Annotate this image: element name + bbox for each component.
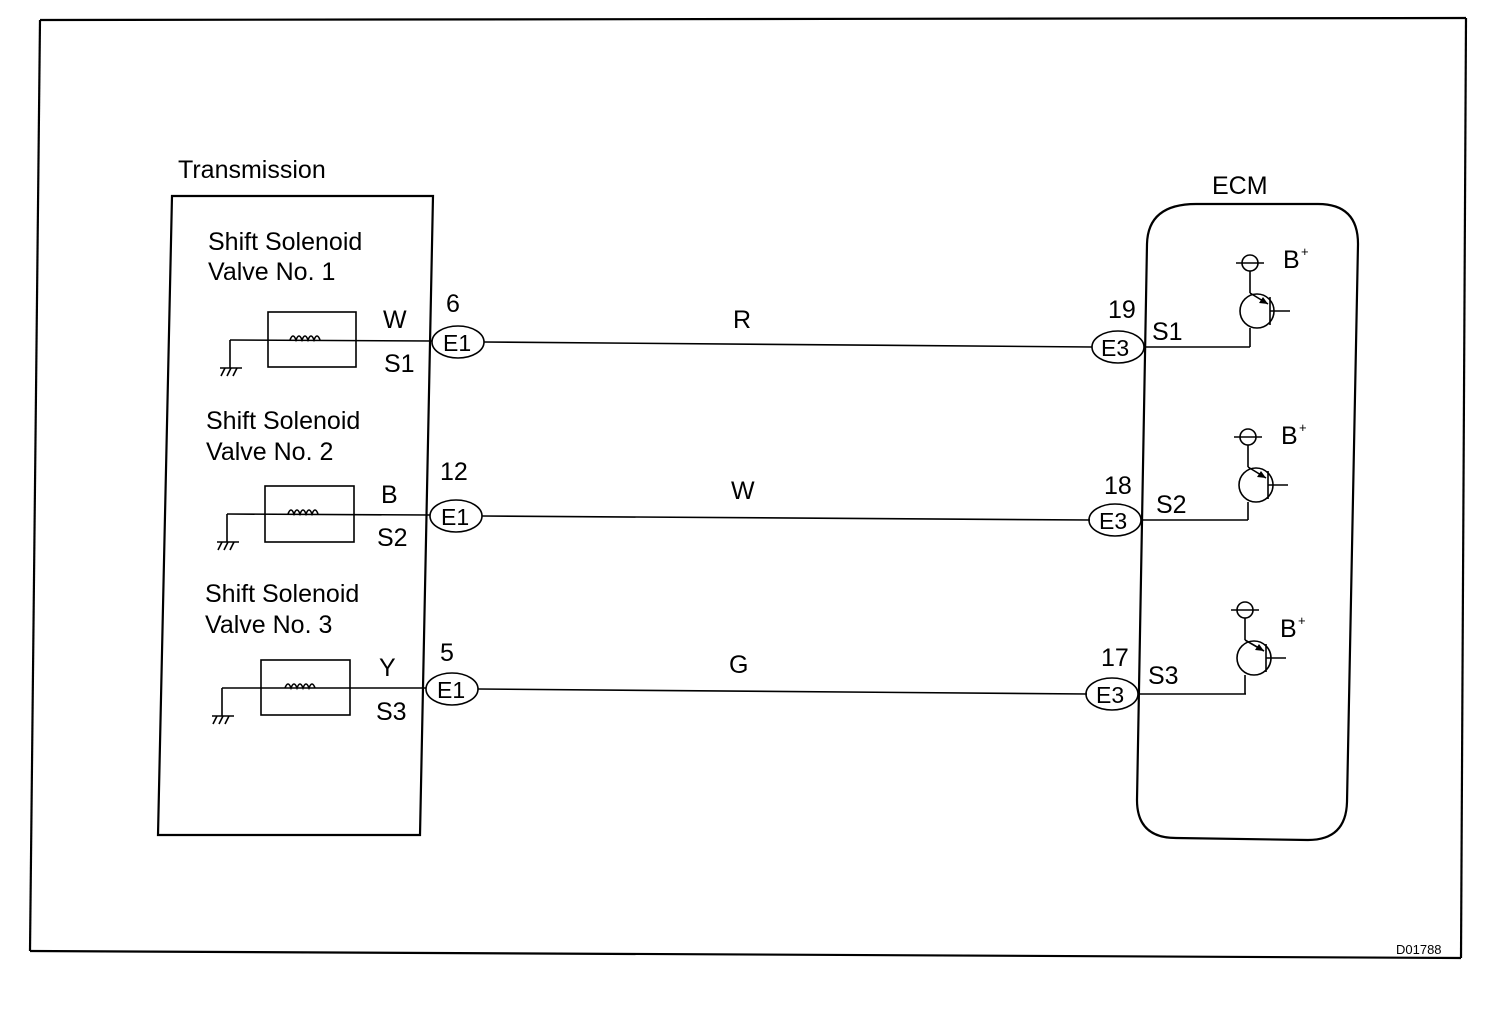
- transistor-icon: [1239, 293, 1275, 329]
- ecm-box: [1135, 202, 1360, 842]
- solenoid-valve-2: Shift Solenoid Valve No. 2 B S2: [206, 407, 431, 552]
- solenoid-2-name-line1: Shift Solenoid: [206, 407, 360, 435]
- transistor-1: B +: [1236, 244, 1309, 347]
- supply-sup-3: +: [1298, 613, 1306, 628]
- solenoid-3-signal: S3: [376, 698, 407, 726]
- solenoid-3-name-line1: Shift Solenoid: [205, 580, 359, 608]
- harness-wire-2: 12 E1 W 18 E3 S2: [429, 458, 1248, 537]
- solenoid-3-name-line2: Valve No. 3: [205, 611, 332, 639]
- solenoid-1-name-line2: Valve No. 1: [208, 258, 335, 286]
- connector-e1-pin-3: 5: [440, 639, 454, 667]
- ground-icon: [212, 715, 234, 725]
- wire-1-color: R: [733, 306, 751, 334]
- supply-label-1: B: [1283, 246, 1300, 274]
- connector-e1-3-label: E1: [437, 677, 465, 703]
- connector-e3-1-label: E3: [1101, 335, 1129, 361]
- transmission-title: Transmission: [178, 156, 326, 184]
- harness-wire-3: 5 E1 G 17 E3 S3: [425, 639, 1246, 711]
- solenoid-valve-3: Shift Solenoid Valve No. 3 Y S3: [205, 580, 426, 726]
- ecm-terminal-1: S1: [1152, 318, 1183, 346]
- wire-2-color: W: [731, 477, 755, 505]
- transmission-box: [156, 194, 435, 837]
- ecm-terminal-2: S2: [1156, 491, 1187, 519]
- connector-e1-2-label: E1: [441, 504, 469, 530]
- coil-icon: [289, 335, 321, 343]
- transistor-3: B +: [1231, 601, 1306, 694]
- connector-e3-pin-1: 19: [1108, 296, 1136, 324]
- connector-e3-pin-2: 18: [1104, 472, 1132, 500]
- solenoid-1-signal: S1: [384, 350, 415, 378]
- coil-icon: [287, 509, 319, 517]
- supply-label-3: B: [1280, 615, 1297, 643]
- connector-e1-pin-1: 6: [446, 290, 460, 318]
- supply-label-2: B: [1281, 422, 1298, 450]
- transistor-2: B +: [1234, 420, 1307, 520]
- connector-e3-2-label: E3: [1099, 508, 1127, 534]
- wire-3-color: G: [729, 651, 748, 679]
- connector-e1-pin-2: 12: [440, 458, 468, 486]
- coil-icon: [284, 683, 316, 691]
- connector-e3-pin-3: 17: [1101, 644, 1129, 672]
- solenoid-2-name-line2: Valve No. 2: [206, 438, 333, 466]
- ground-icon: [217, 541, 239, 551]
- solenoid-1-name-line1: Shift Solenoid: [208, 228, 362, 256]
- solenoid-2-wire-color: B: [381, 481, 398, 509]
- figure-code: D01788: [1396, 942, 1442, 957]
- solenoid-1-wire-color: W: [383, 306, 407, 334]
- solenoid-2-signal: S2: [377, 524, 408, 552]
- solenoid-valve-1: Shift Solenoid Valve No. 1 W S1: [208, 228, 433, 378]
- ground-icon: [220, 367, 242, 377]
- supply-sup-1: +: [1301, 244, 1309, 259]
- ecm-terminal-3: S3: [1148, 662, 1179, 690]
- connector-e1-1-label: E1: [443, 330, 471, 356]
- ecm-title: ECM: [1212, 172, 1268, 200]
- harness-wire-1: 6 E1 R 19 E3 S1: [431, 290, 1250, 364]
- supply-sup-2: +: [1299, 420, 1307, 435]
- connector-e3-3-label: E3: [1096, 682, 1124, 708]
- diagram-frame: [28, 16, 1468, 960]
- solenoid-3-wire-color: Y: [379, 654, 396, 682]
